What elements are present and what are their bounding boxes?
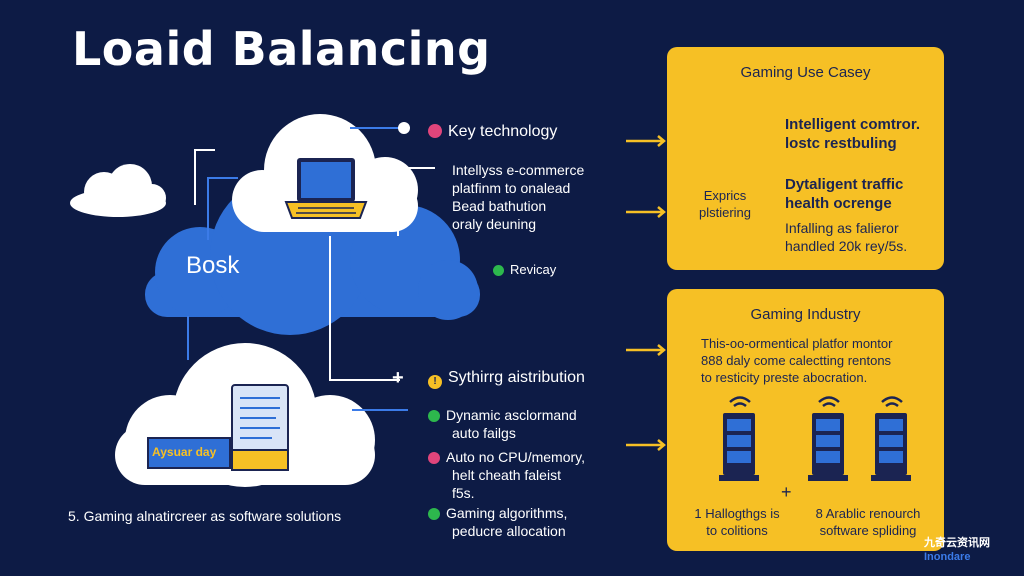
card-body-line: Infalling as falieror	[785, 220, 899, 236]
watermark-line: 九奇云资讯网	[924, 537, 990, 549]
card-body-line: This-oo-ormentical platfor montor	[701, 336, 893, 351]
small-cloud	[70, 164, 166, 217]
key-technology-label: Key technology	[448, 123, 558, 140]
gaming-use-case-card: Gaming Use Casey Exprics plstiering Inte…	[667, 47, 944, 270]
watermark: 九奇云资讯网 Inondare	[924, 536, 990, 564]
plus-sign: +	[781, 482, 792, 502]
icon-label-line: plstiering	[698, 205, 752, 220]
key-description: Intellyss e-commerce platfinm to onalead…	[452, 161, 584, 233]
card-bold-line: lostc restbuling	[785, 135, 897, 152]
plus-icon: +	[392, 367, 404, 389]
sync-item-line: Gaming algorithms,	[446, 505, 568, 521]
laptop-icon	[284, 158, 368, 219]
icon-label-line: Exprics	[703, 188, 747, 203]
privacy-item: Revicay	[493, 262, 556, 277]
key-icon	[428, 124, 442, 138]
card-title: Gaming Use Casey	[740, 64, 871, 81]
watermark-line: Inondare	[924, 551, 971, 563]
check-icon	[493, 265, 504, 276]
alert-icon	[428, 452, 440, 464]
server-icon	[808, 396, 848, 481]
sync-item-line: auto failgs	[452, 425, 516, 441]
key-desc-line: oraly deuning	[452, 216, 537, 232]
sync-item-line: peducre allocation	[452, 523, 566, 539]
card-footer-right: 8 Arablic renourch software spliding	[793, 505, 943, 539]
sync-item-line: Dynamic asclormand	[446, 407, 577, 423]
cloud-label: Bosk	[186, 252, 240, 279]
card-body-line: to resticity preste abocration.	[701, 370, 868, 385]
card-body: This-oo-ormentical platfor montor 888 da…	[701, 335, 892, 386]
connector-lines	[187, 127, 435, 411]
key-technology-heading: Key technology	[428, 123, 557, 141]
sync-item-1: Dynamic asclormand auto failgs	[428, 406, 577, 442]
card-title: Gaming Industry	[750, 306, 861, 323]
sync-item-3: Gaming algorithms, peducre allocation	[428, 504, 567, 540]
sync-label: Sythirrg aistribution	[448, 369, 585, 386]
check-icon	[428, 410, 440, 422]
icon-label: Exprics plstiering	[689, 187, 761, 221]
card-body-line: handled 20k rey/5s.	[785, 238, 908, 254]
card-bold-block-2: Dytaligent traffic health ocrenge	[785, 175, 903, 213]
sync-item-line: f5s.	[452, 485, 475, 501]
sync-heading: ! Sythirrg aistribution	[428, 369, 585, 389]
card-bold-line: health ocrenge	[785, 195, 892, 212]
card-footer-line: to colitions	[706, 523, 768, 538]
card-bold-block-1: Intelligent comtror. lostc restbuling	[785, 115, 920, 153]
card-bold-line: Intelligent comtror.	[785, 116, 921, 133]
card-footer-line: 8 Arablic renourch	[815, 506, 921, 521]
check-icon	[428, 508, 440, 520]
server-document-icon	[147, 384, 289, 471]
key-desc-line: Intellyss e-commerce	[452, 162, 585, 178]
key-desc-line: platfinm to onalead	[452, 180, 571, 196]
server-icon	[871, 396, 911, 481]
card-bold-line: Dytaligent traffic	[785, 176, 904, 193]
card-footer-line: 1 Hallogthgs is	[694, 506, 780, 521]
node-dot	[398, 122, 410, 134]
card-footer-line: software spliding	[819, 523, 917, 538]
gaming-industry-card: Gaming Industry This-oo-ormentical platf…	[667, 289, 944, 551]
left-footer: 5. Gaming alnatircreer as software solut…	[68, 508, 342, 524]
server-icon	[719, 396, 759, 481]
privacy-label: Revicay	[510, 262, 557, 277]
card-footer-left: 1 Hallogthgs is to colitions	[677, 505, 797, 539]
card-body-line: 888 daly come calectting rentons	[701, 353, 892, 368]
page-title: Loaid Balancing	[72, 22, 491, 76]
card-body: Infalling as falieror handled 20k rey/5s…	[785, 219, 907, 255]
sync-item-line: Auto no CPU/memory,	[446, 449, 586, 465]
server-icons	[719, 396, 911, 481]
laptop-label: Aysuar day	[152, 445, 217, 459]
info-icon: !	[428, 375, 442, 389]
key-desc-line: Bead bathution	[452, 198, 547, 214]
sync-item-2: Auto no CPU/memory, helt cheath faleist …	[428, 448, 585, 502]
yellow-arrows	[626, 135, 666, 451]
sync-item-line: helt cheath faleist	[452, 467, 561, 483]
